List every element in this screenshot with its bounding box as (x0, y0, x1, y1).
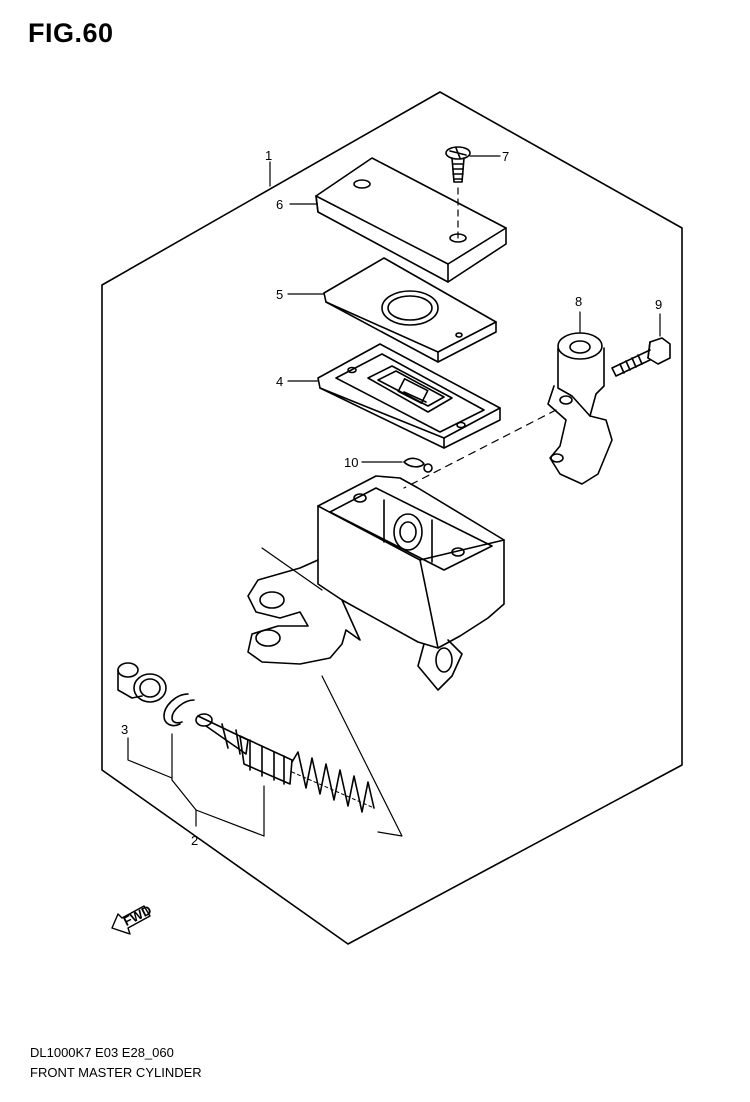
part-holder (547, 332, 613, 485)
callout-4: 4 (276, 374, 283, 389)
model-code: DL1000K7 E03 E28_060 (30, 1045, 174, 1060)
callout-6: 6 (276, 197, 283, 212)
part-snap-ring (163, 693, 195, 727)
callout-9: 9 (655, 297, 662, 312)
part-bolt (611, 337, 671, 377)
fwd-arrow-icon: FWD (111, 902, 154, 935)
fwd-label: FWD (121, 902, 154, 929)
part-reservoir-cap (315, 157, 507, 283)
callout-10: 10 (344, 455, 358, 470)
bore-exploded-view-guide (321, 675, 403, 837)
holder-centerline (403, 409, 557, 489)
callout-7: 7 (502, 149, 509, 164)
part-diaphragm-plate (323, 257, 497, 363)
callout-5: 5 (276, 287, 283, 302)
part-screw (445, 146, 471, 183)
part-boot (117, 662, 167, 703)
figure-title: FIG.60 (28, 18, 114, 48)
part-piston-assembly (195, 713, 293, 785)
cylinder-bore-line (261, 547, 323, 591)
part-return-spring (291, 751, 375, 813)
callout-3: 3 (121, 722, 128, 737)
leader-lines (127, 155, 661, 837)
part-diaphragm (317, 343, 501, 449)
assembly-boundary (101, 91, 683, 945)
callout-2: 2 (191, 833, 198, 848)
callout-8: 8 (575, 294, 582, 309)
callout-1: 1 (265, 148, 272, 163)
part-master-cylinder-body (247, 475, 505, 691)
figure-caption: FRONT MASTER CYLINDER (30, 1065, 202, 1080)
part-clip (403, 457, 433, 473)
